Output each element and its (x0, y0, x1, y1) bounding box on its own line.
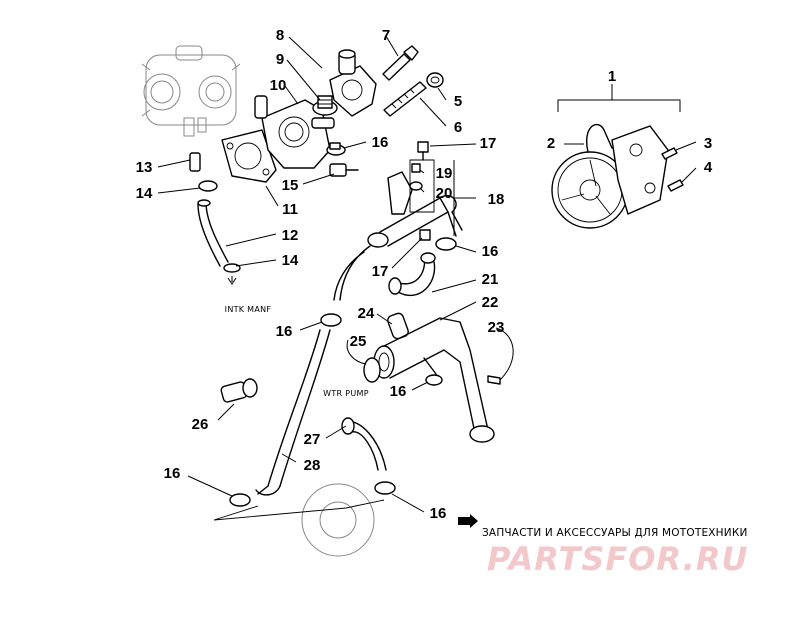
callout-22: 22 (482, 294, 499, 311)
callout-24: 24 (358, 305, 375, 322)
callout-27: 27 (304, 431, 321, 448)
bypass-hose-drawing (213, 313, 396, 557)
watermark-caption: ЗАПЧАСТИ И АКСЕССУАРЫ ДЛЯ МОТОТЕХНИКИ (482, 527, 748, 539)
callout-15: 15 (282, 177, 299, 194)
callout-2: 2 (547, 135, 555, 152)
note-water-pump: WTR PUMP (323, 389, 369, 398)
callout-6: 6 (454, 119, 462, 136)
callout-17-upper: 17 (480, 135, 497, 152)
watermark-logo: PARTSFOR.RU (487, 540, 749, 578)
watermark-arrow-icon (458, 514, 478, 528)
leader-lines (157, 35, 697, 513)
callout-3: 3 (704, 135, 712, 152)
thermostat-housing-drawing (221, 49, 377, 183)
callout-17-lower: 17 (372, 263, 389, 280)
callout-9: 9 (276, 51, 284, 68)
callout-21: 21 (482, 271, 499, 288)
callout-26: 26 (192, 416, 209, 433)
callout-16-lower-right: 16 (430, 505, 447, 522)
water-pump-drawing (551, 84, 684, 229)
callout-23: 23 (488, 319, 505, 336)
callout-16-hose: 16 (276, 323, 293, 340)
callout-28: 28 (304, 457, 321, 474)
callout-20: 20 (436, 185, 453, 202)
note-intake-manifold: INTK MANF (225, 305, 272, 314)
callout-1: 1 (608, 68, 616, 85)
callout-11: 11 (282, 201, 298, 218)
coolant-pipe-drawing (333, 141, 463, 301)
callout-16-lower-left: 16 (164, 465, 181, 482)
callout-16-pump: 16 (390, 383, 407, 400)
callout-14-lower: 14 (282, 252, 299, 269)
callout-4: 4 (704, 159, 713, 176)
callout-19: 19 (436, 165, 453, 182)
callout-18: 18 (488, 191, 505, 208)
callout-5: 5 (454, 93, 462, 110)
callout-25: 25 (350, 333, 367, 350)
callout-7: 7 (382, 27, 390, 44)
throttle-body-drawing (141, 45, 241, 137)
callout-numbers: 1 2 3 4 5 6 7 8 9 10 11 12 13 14 14 15 1… (136, 27, 713, 522)
callout-10: 10 (270, 77, 287, 94)
callout-16-pipe: 16 (482, 243, 499, 260)
bolts-drawing (382, 45, 444, 117)
callout-8: 8 (276, 27, 284, 44)
callout-14-upper: 14 (136, 185, 153, 202)
intake-hose-drawing (189, 152, 241, 285)
lower-pipe-drawing (363, 312, 501, 443)
callout-13: 13 (136, 159, 153, 176)
callout-16-thermostat: 16 (372, 134, 389, 151)
callout-12: 12 (282, 227, 299, 244)
